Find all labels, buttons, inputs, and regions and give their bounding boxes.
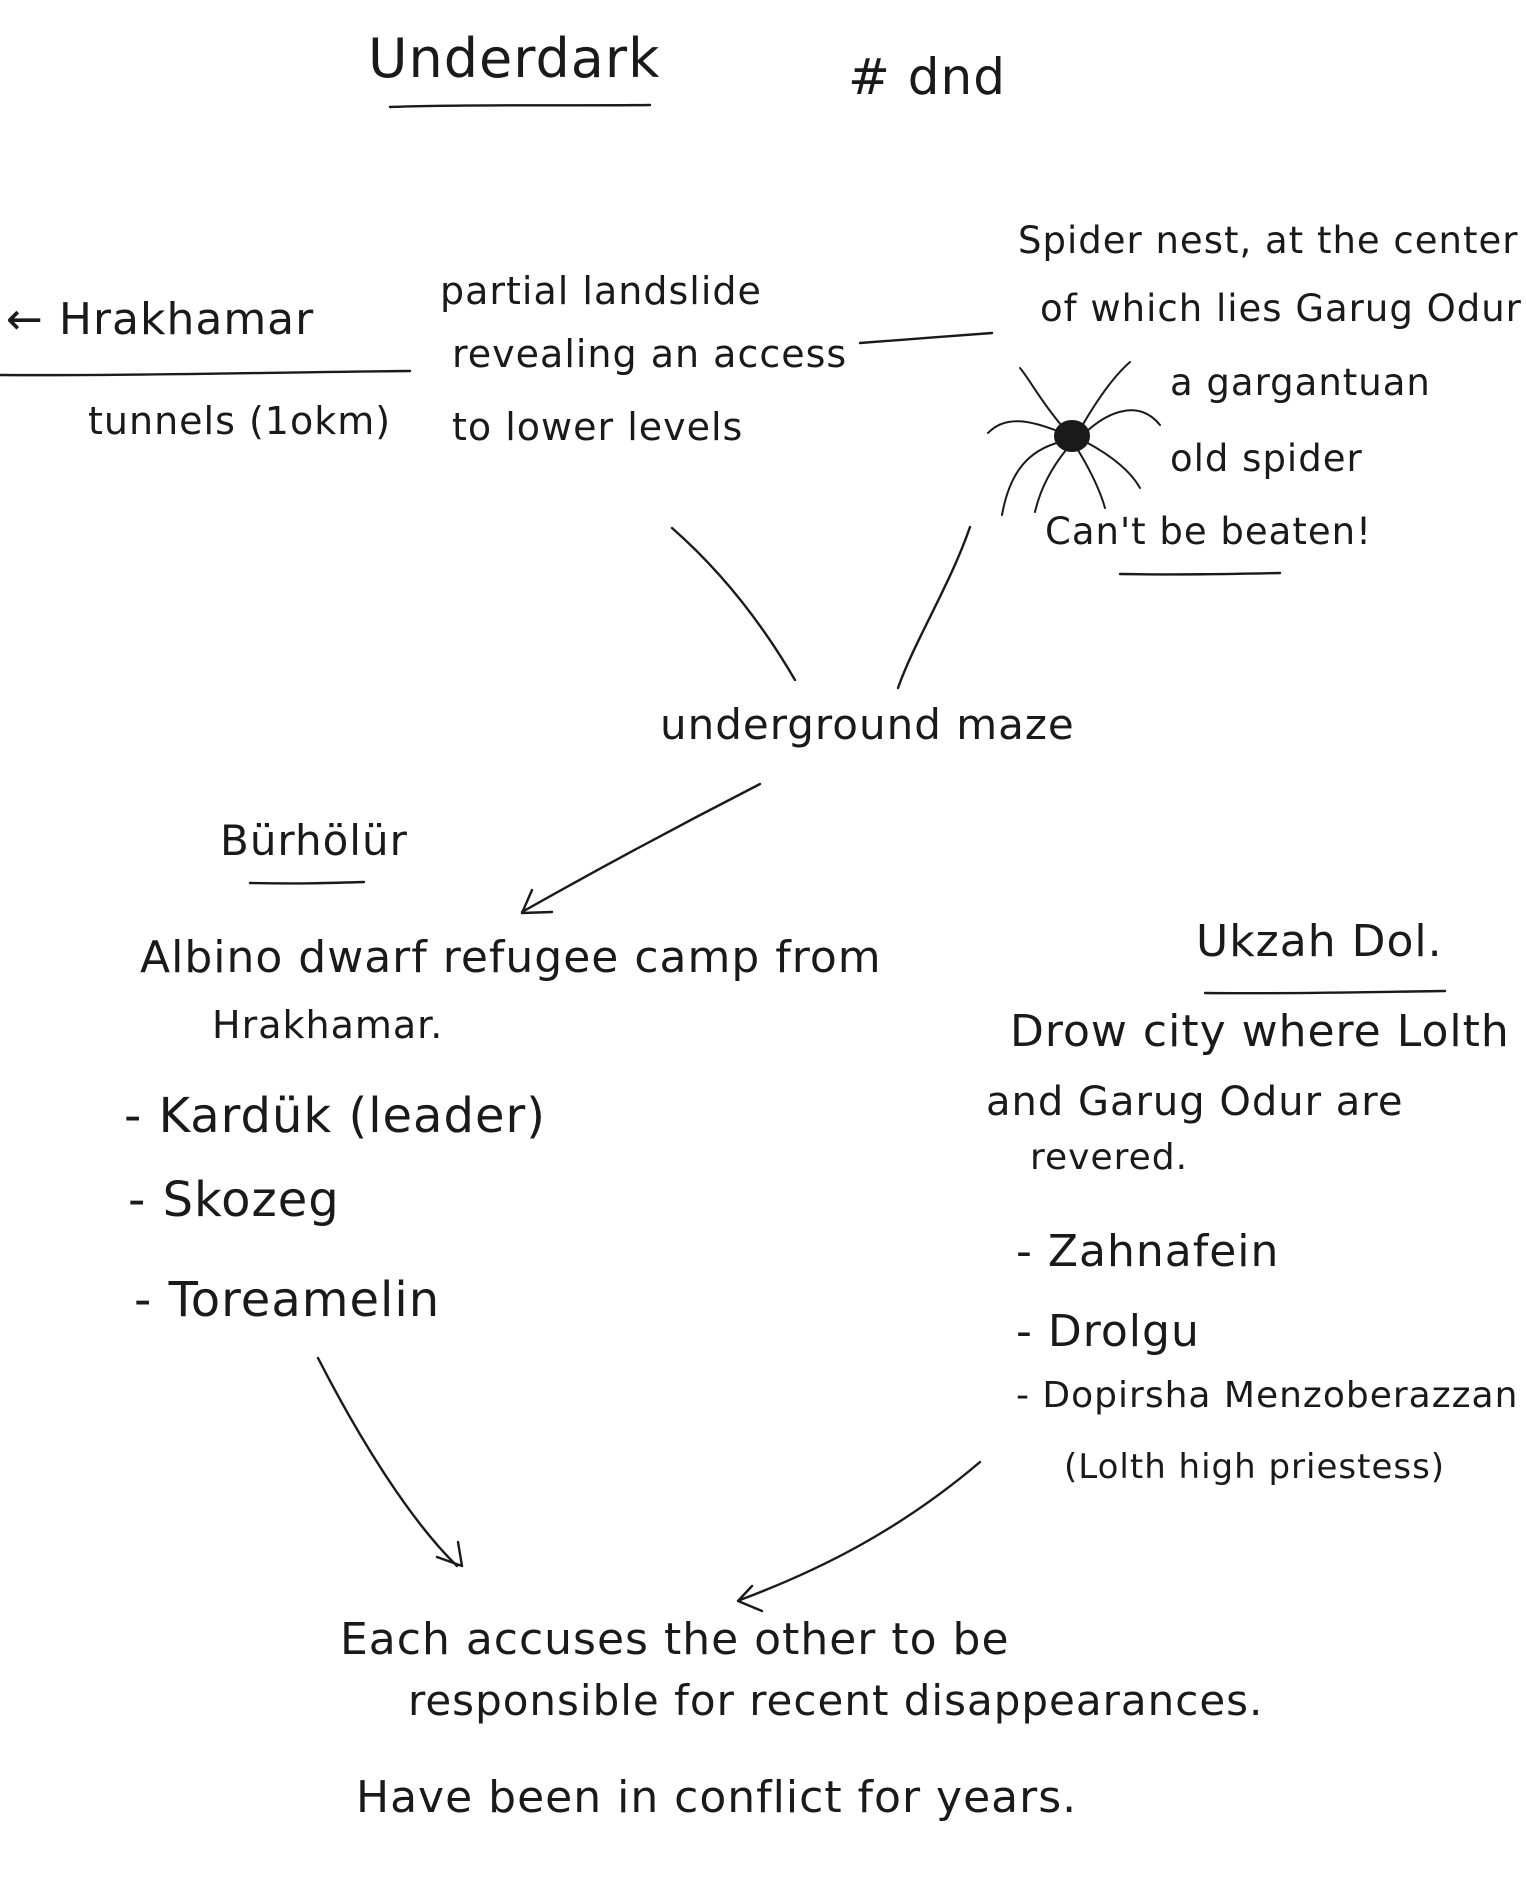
burholur-desc-line-2: Hrakhamar.	[212, 1003, 444, 1047]
spider-warning: Can't be beaten!	[1045, 513, 1372, 550]
spider-nest-line-1: Spider nest, at the center	[1018, 219, 1519, 262]
hrakhamar-label: ← Hrakhamar	[6, 294, 315, 345]
burholur-name: Bürhölür	[220, 816, 408, 865]
ukzah-member-3: - Dopirsha Menzoberazzan	[1016, 1375, 1519, 1416]
spider-warning-post: !	[1356, 510, 1372, 553]
spider-nest-line-2: of which lies Garug Odur	[1040, 287, 1522, 330]
burholur-desc-line-1: Albino dwarf refugee camp from	[140, 932, 882, 983]
conflict-line-3: Have been in conflict for years.	[356, 1772, 1078, 1823]
page-title: Underdark	[368, 27, 661, 90]
conflict-line-2: responsible for recent disappearances.	[408, 1676, 1264, 1725]
maze-to-burholur-arrow	[520, 782, 762, 914]
maze-to-burholur-arrowhead	[520, 888, 554, 915]
warning-underline	[1118, 571, 1282, 576]
ukzah-member-2: - Drolgu	[1016, 1306, 1200, 1357]
ukzah-desc-line-1: Drow city where Lolth	[1010, 1006, 1510, 1057]
spider-desc-line-1: a gargantuan	[1170, 361, 1431, 404]
spider-desc-line-2: old spider	[1170, 437, 1363, 480]
conflict-line-1: Each accuses the other to be	[340, 1614, 1010, 1665]
maze-label: underground maze	[660, 700, 1075, 749]
burholur-underline	[248, 880, 366, 885]
landslide-line-1: partial landslide	[440, 269, 762, 313]
spider-warning-pre: Can't be	[1045, 510, 1221, 553]
spider-icon	[987, 361, 1161, 516]
hrakhamar-tunnels-label: tunnels (1okm)	[88, 399, 392, 443]
ukzah-desc-line-2: and Garug Odur are	[986, 1079, 1404, 1125]
ukzah-desc-line-3: revered.	[1030, 1137, 1189, 1178]
title-underline	[388, 103, 652, 109]
hrakhamar-divider-line	[0, 369, 412, 377]
burholur-member-1: - Kardük (leader)	[124, 1088, 546, 1144]
ukzah-name: Ukzah Dol.	[1196, 916, 1443, 967]
burholur-to-conflict-arrow	[316, 1356, 459, 1568]
ukzah-underline	[1203, 989, 1447, 995]
landslide-to-spider-line	[858, 331, 994, 345]
ukzah-member-3-note: (Lolth high priestess)	[1064, 1447, 1446, 1487]
ukzah-to-conflict-arrowhead	[736, 1584, 764, 1613]
ukzah-member-1: - Zahnafein	[1016, 1226, 1280, 1277]
ukzah-to-conflict-arrow	[738, 1460, 982, 1602]
burholur-member-2: - Skozeg	[128, 1172, 340, 1228]
spider-warning-word: beaten	[1220, 510, 1357, 553]
landslide-line-3: to lower levels	[452, 405, 744, 449]
burholur-to-conflict-arrowhead	[435, 1540, 464, 1568]
spider-to-maze-line	[896, 525, 972, 690]
tag-label: # dnd	[848, 48, 1006, 106]
burholur-member-3: - Toreamelin	[134, 1272, 441, 1328]
landslide-to-maze-line	[670, 526, 797, 682]
landslide-line-2: revealing an access	[452, 332, 848, 376]
